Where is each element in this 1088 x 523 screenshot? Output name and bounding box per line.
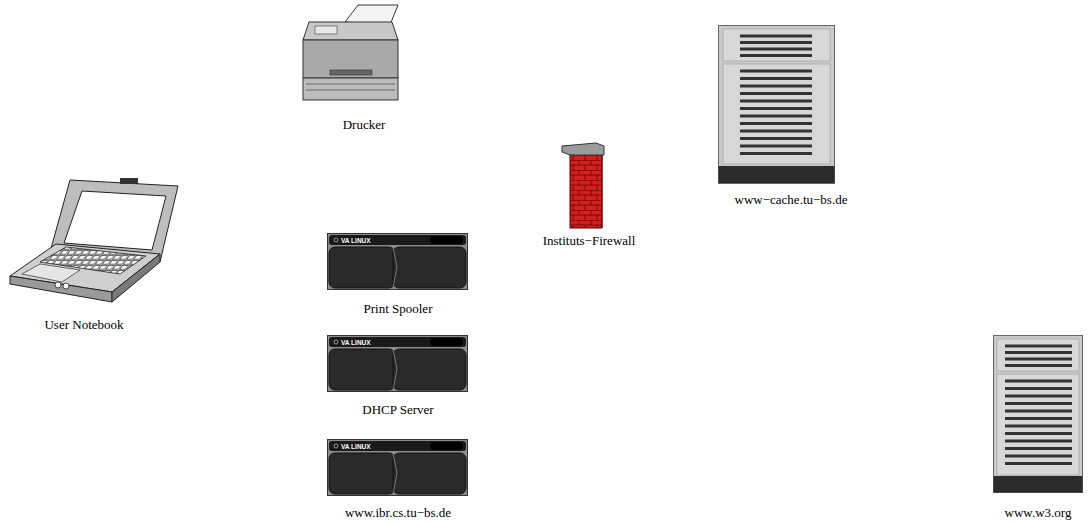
server-tower-icon-part-part (1005, 462, 1072, 465)
server-tower-icon-part-part (740, 41, 812, 44)
device-label: www.ibr.cs.tu−bs.de (345, 505, 451, 520)
server-tower-icon-part-part (740, 85, 812, 88)
rack-server-icon (328, 234, 468, 290)
device-label: Instituts−Firewall (543, 233, 636, 248)
device-label: www−cache.tu−bs.de (735, 192, 848, 207)
notebook-icon-part (64, 191, 166, 250)
firewall-node: Instituts−Firewall (543, 233, 636, 248)
server-tower-icon-part (994, 476, 1083, 493)
server-tower-icon-part-part (740, 115, 812, 118)
server-tower-icon-part-part (740, 54, 812, 57)
printer-icon-part (303, 40, 398, 78)
rack-server-icon (328, 440, 468, 496)
notebook-icon-part (55, 282, 61, 288)
server-tower-icon-part-part (1005, 402, 1072, 405)
rack-server-icon (328, 336, 468, 392)
server-tower-icon-part (997, 339, 1079, 371)
server-tower-icon-part-part (1005, 410, 1072, 413)
device-label: Print Spooler (364, 301, 433, 316)
server-tower-icon-part-part (1005, 351, 1072, 354)
firewall-icon (562, 143, 604, 228)
server-tower-icon-part-part (1005, 345, 1072, 348)
server-tower-icon-part (719, 166, 835, 183)
server-tower-icon-part (994, 336, 1083, 493)
server-tower-icon-part-part (1005, 364, 1072, 367)
firewall-icon-part (570, 154, 602, 228)
server-tower-icon-part-part (1005, 432, 1072, 435)
server-tower-icon-part-part (1005, 395, 1072, 398)
server-tower-icon-part (723, 29, 830, 61)
firewall-icon-part (562, 143, 604, 155)
server-tower-icon-part (1005, 346, 1072, 464)
server-node: www−cache.tu−bs.de (735, 192, 848, 207)
server-tower-icon-part-part (740, 100, 812, 103)
server-tower-icon-part-part (740, 130, 812, 133)
server-tower-icon-part (997, 374, 1079, 475)
printer-icon-part (330, 70, 372, 75)
printer-icon-part (315, 26, 337, 34)
firewall-icon-part (570, 154, 602, 228)
server-tower-icon-part-part (740, 122, 812, 125)
printer-icon-part (306, 84, 395, 90)
printer-icon (303, 5, 398, 100)
server-tower-icon-part-part (1005, 447, 1072, 450)
server-tower-icon-part-part (740, 77, 812, 80)
printer-icon-part (303, 22, 398, 40)
notebook-icon-part (120, 178, 138, 184)
vendor-badge: VA LINUX (341, 443, 371, 451)
server-tower-icon-part (719, 26, 835, 184)
server-tower-icon-part-part (740, 137, 812, 140)
printer-icon-part (303, 78, 398, 100)
device-label: DHCP Server (362, 402, 433, 417)
server-tower-icon-part (740, 36, 812, 154)
device-label: User Notebook (44, 317, 123, 332)
server-tower-icon-part (723, 64, 830, 164)
notebook-icon-part (63, 283, 69, 289)
server-tower-icon-part-part (740, 35, 812, 38)
server-tower-icon-part-part (1005, 358, 1072, 361)
server-tower-icon-part-part (740, 145, 812, 148)
printer-node: Drucker (343, 117, 386, 132)
server-node: www.ibr.cs.tu−bs.de (345, 505, 451, 520)
vendor-badge: VA LINUX (341, 339, 371, 347)
server-tower-icon-part-part (1005, 417, 1072, 420)
device-label: Drucker (343, 117, 386, 132)
notebook-node: User Notebook (44, 317, 123, 332)
server-tower-icon-part-part (1005, 455, 1072, 458)
notebook-icon (10, 178, 178, 302)
server-node: DHCP Server (362, 402, 433, 417)
server-tower-icon-part-part (740, 92, 812, 95)
server-tower-icon-part-part (740, 48, 812, 51)
server-node: www.w3.org (1005, 505, 1072, 520)
server-tower-icon (994, 336, 1083, 493)
device-label: www.w3.org (1005, 505, 1072, 520)
vendor-badge: VA LINUX (341, 237, 371, 245)
server-node: Print Spooler (364, 301, 433, 316)
server-tower-icon-part-part (1005, 387, 1072, 390)
server-tower-icon-part-part (740, 107, 812, 110)
server-tower-icon-part-part (1005, 425, 1072, 428)
notebook-icon-part (22, 264, 80, 282)
server-tower-icon-part-part (1005, 440, 1072, 443)
server-tower-icon (719, 26, 835, 184)
server-tower-icon-part-part (740, 152, 812, 155)
server-tower-icon-part-part (1005, 380, 1072, 383)
server-tower-icon-part-part (740, 70, 812, 73)
